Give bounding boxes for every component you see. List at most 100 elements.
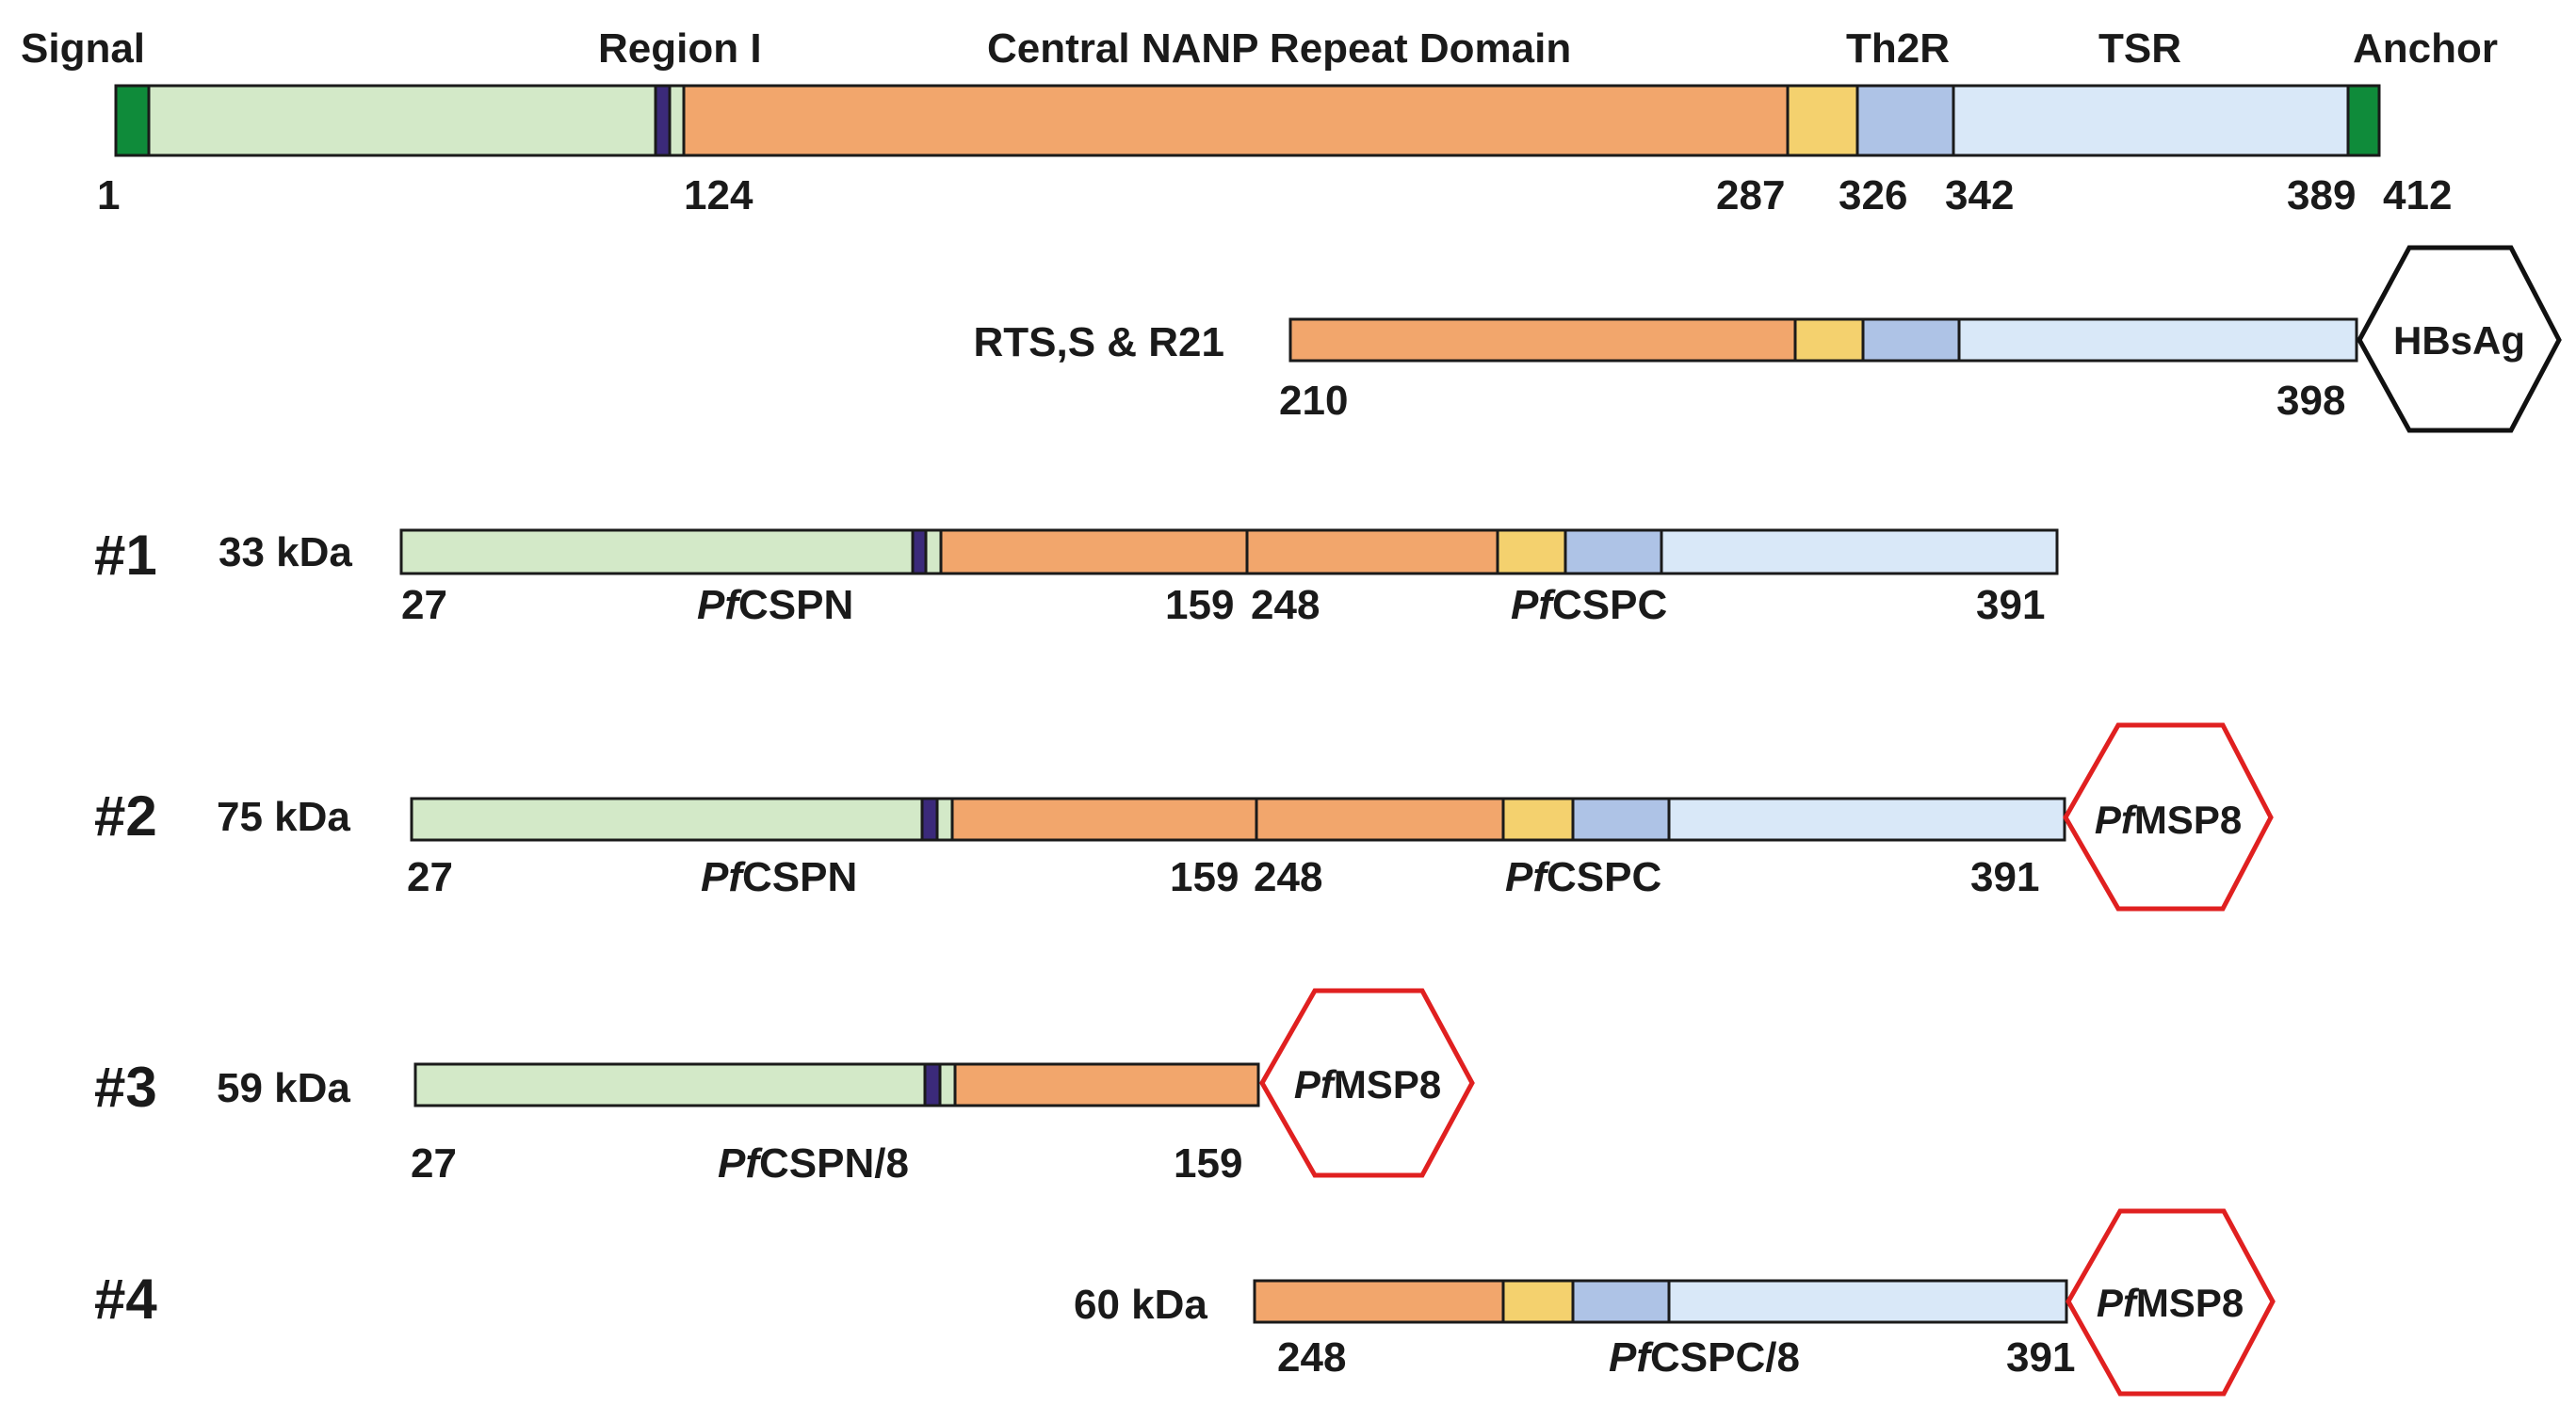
n-terminal-label: PfCSPN/8 <box>718 1140 909 1187</box>
position-159: 159 <box>1174 1140 1242 1187</box>
construct-4: #4 60 kDa PfMSP8 248 PfCSPC/8 391 <box>94 1208 2276 1397</box>
pf-italic: Pf <box>2097 1281 2140 1325</box>
label-rest: CSPC/8 <box>1650 1334 1800 1381</box>
position-248: 248 <box>1251 582 1320 628</box>
segment-th2r <box>1496 528 1567 575</box>
position-1: 1 <box>97 172 120 218</box>
label-rest: CSPC <box>1547 854 1661 900</box>
segment-signal <box>114 84 151 157</box>
msp8-hexagon <box>1259 988 1475 1178</box>
label-rest: CSPN/8 <box>759 1140 909 1187</box>
position-210: 210 <box>1279 378 1348 424</box>
segment-repeat-domain <box>682 84 1790 157</box>
label-rest: MSP8 <box>2134 798 2242 842</box>
position-326: 326 <box>1839 172 1907 218</box>
construct-mass: 75 kDa <box>217 794 350 840</box>
position-287: 287 <box>1716 172 1785 218</box>
position-124: 124 <box>684 172 753 218</box>
segment-th2r <box>1501 797 1575 842</box>
construct-number: #1 <box>94 524 157 587</box>
position-391: 391 <box>2006 1334 2075 1381</box>
position-27: 27 <box>411 1140 457 1187</box>
pf-italic: Pf <box>1294 1062 1337 1107</box>
msp8-hexagon <box>2066 1208 2276 1397</box>
n-terminal-label: PfCSPN <box>697 582 853 628</box>
segment-n-terminal-end <box>938 1062 957 1107</box>
label-rest: MSP8 <box>1334 1062 1441 1107</box>
position-342: 342 <box>1945 172 2014 218</box>
label-rest: CSPN <box>742 854 857 900</box>
segment-repeat-domain <box>939 528 1249 575</box>
hbsag-label: HBsAg <box>2393 318 2525 363</box>
pf-italic: Pf <box>1505 854 1550 900</box>
label-rest: CSPC <box>1552 582 1667 628</box>
label-rest: MSP8 <box>2136 1281 2244 1325</box>
rts-label: RTS,S & R21 <box>973 319 1224 365</box>
position-27: 27 <box>407 854 453 900</box>
segment-blue-band <box>1861 317 1961 363</box>
msp8-hexagon <box>2063 722 2274 912</box>
segment-blue-band <box>1571 1279 1671 1324</box>
segment-anchor <box>2346 84 2381 157</box>
segment-blue-band <box>1855 84 1955 157</box>
pf-italic: Pf <box>2095 798 2138 842</box>
segment-blue-band <box>1563 528 1663 575</box>
segment-th2r <box>1501 1279 1575 1324</box>
segment-region-i <box>923 1062 942 1107</box>
segment-n-terminal <box>147 84 657 157</box>
segment-n-terminal-end <box>935 797 954 842</box>
position-159: 159 <box>1165 582 1234 628</box>
header-anchor: Anchor <box>2353 25 2498 72</box>
position-159: 159 <box>1170 854 1239 900</box>
label-rest: CSPN <box>738 582 853 628</box>
segment-blue-band <box>1571 797 1671 842</box>
segment-repeat-domain <box>950 797 1258 842</box>
hbsag-hexagon <box>2357 245 2562 433</box>
pf-italic: Pf <box>718 1140 763 1187</box>
construct-2: #2 75 kDa PfMSP8 27 PfCSPN 159 248 PfCSP… <box>94 722 2274 912</box>
construct-number: #3 <box>94 1056 157 1119</box>
segment-repeat-domain <box>1253 1279 1505 1324</box>
msp8-label: PfMSP8 <box>2097 1281 2244 1325</box>
construct-3: #3 59 kDa PfMSP8 27 PfCSPN/8 159 <box>94 988 1475 1187</box>
segment-th2r <box>1786 84 1859 157</box>
segment-region-i <box>920 797 939 842</box>
msp8-label: PfMSP8 <box>1294 1062 1441 1107</box>
segment-n-terminal-end <box>668 84 686 157</box>
header-region-i: Region I <box>598 25 762 72</box>
segment-n-terminal <box>410 797 924 842</box>
position-391: 391 <box>1976 582 2045 628</box>
segment-n-terminal <box>399 528 915 575</box>
construct-1: #1 33 kDa 27 PfCSPN 159 248 PfCSPC 391 <box>94 524 2059 628</box>
segment-tsr <box>1667 797 2066 842</box>
position-398: 398 <box>2276 378 2345 424</box>
position-389: 389 <box>2287 172 2356 218</box>
pf-italic: Pf <box>1511 582 1556 628</box>
header-tsr: TSR <box>2098 25 2181 72</box>
construct-mass: 59 kDa <box>217 1065 350 1111</box>
segment-n-terminal-end <box>924 528 943 575</box>
segment-repeat-domain <box>953 1062 1260 1107</box>
full-length-csp: Signal Region I Central NANP Repeat Doma… <box>21 25 2498 218</box>
header-repeat-domain: Central NANP Repeat Domain <box>987 25 1571 72</box>
position-412: 412 <box>2383 172 2452 218</box>
n-terminal-label: PfCSPN <box>701 854 857 900</box>
segment-tsr <box>1952 84 2350 157</box>
segment-tsr <box>1667 1279 2068 1324</box>
construct-number: #4 <box>94 1268 157 1331</box>
position-248: 248 <box>1277 1334 1346 1381</box>
pf-italic: Pf <box>1609 1334 1654 1381</box>
position-27: 27 <box>401 582 447 628</box>
position-248: 248 <box>1254 854 1322 900</box>
segment-tsr <box>1660 528 2059 575</box>
segment-region-i <box>654 84 672 157</box>
pf-italic: Pf <box>697 582 742 628</box>
c-terminal-label: PfCSPC/8 <box>1609 1334 1800 1381</box>
construct-number: #2 <box>94 784 157 848</box>
segment-tsr <box>1957 317 2358 363</box>
segment-n-terminal <box>413 1062 927 1107</box>
pf-italic: Pf <box>701 854 746 900</box>
segment-repeat-domain-2 <box>1255 797 1505 842</box>
